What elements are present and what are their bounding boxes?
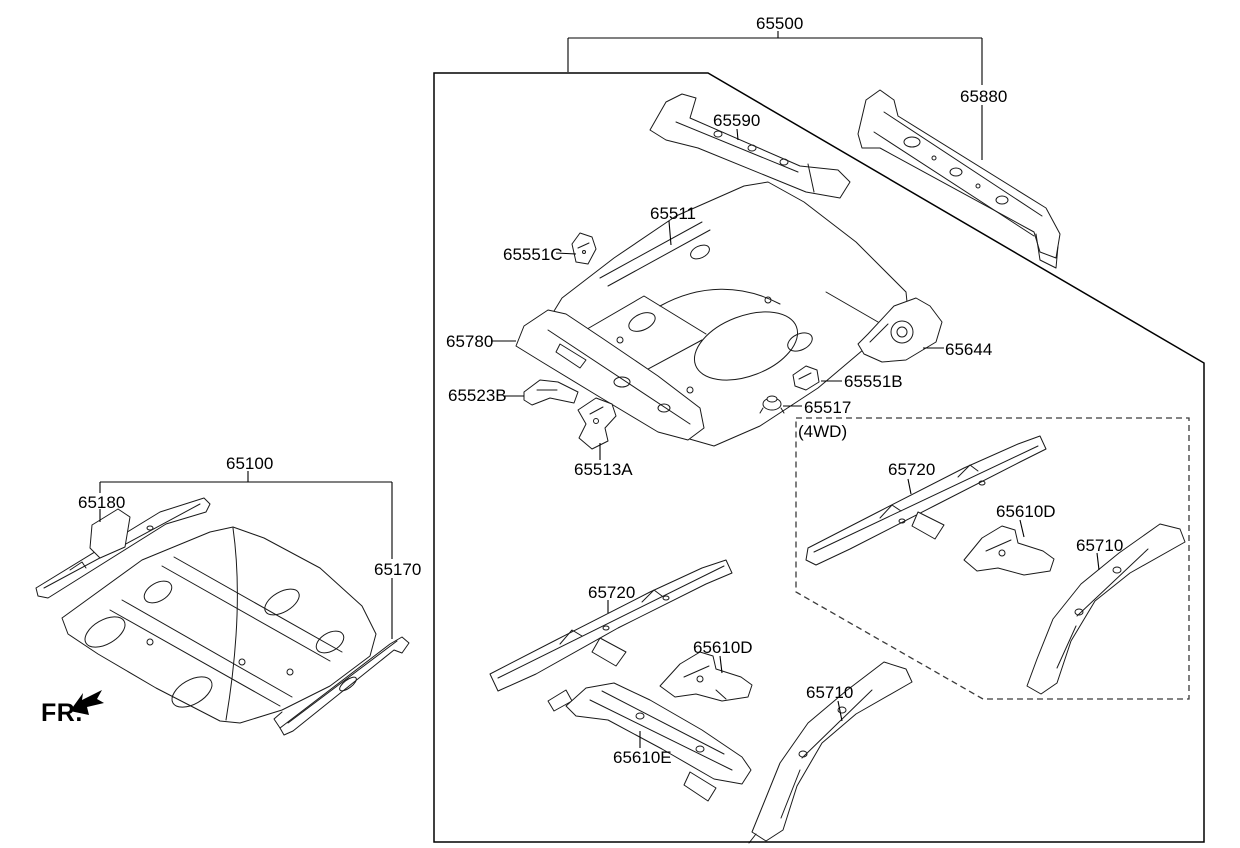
part-sketch-65610D-4wd xyxy=(963,525,1055,576)
part-sketch-65710-4wd xyxy=(1026,523,1186,695)
callout-65610D[interactable]: 65610D xyxy=(693,638,753,657)
leader-65710-4wd xyxy=(1096,552,1100,571)
leader-65590 xyxy=(736,128,739,141)
part-sketch-65610E xyxy=(547,682,752,802)
callout-65517[interactable]: 65517 xyxy=(804,398,852,417)
part-sketch-65513A xyxy=(577,397,617,450)
part-sketch-65170 xyxy=(273,636,410,736)
part-sketch-65517 xyxy=(759,395,785,414)
part-sketch-65551C xyxy=(571,232,597,265)
group-4wd-box xyxy=(795,417,1190,700)
callout-65523B[interactable]: 65523B xyxy=(448,386,507,405)
callout-65170[interactable]: 65170 xyxy=(374,560,422,579)
part-sketch-65780 xyxy=(515,309,705,441)
fr-direction-label: FR. xyxy=(41,699,83,727)
callout-65590[interactable]: 65590 xyxy=(713,111,761,130)
leader-65511 xyxy=(668,220,672,246)
leader-65500-bracket xyxy=(567,31,983,160)
part-sketch-65610D xyxy=(659,651,753,702)
fr-direction-arrow xyxy=(70,690,104,715)
leader-65551C xyxy=(555,252,577,255)
callout-65720[interactable]: 65720 xyxy=(588,583,636,602)
callout-65610E[interactable]: 65610E xyxy=(613,748,672,767)
leader-65710 xyxy=(837,700,843,722)
part-sketch-65551B xyxy=(792,365,820,391)
leader-65720-4wd xyxy=(907,478,912,495)
part-sketch-65590 xyxy=(649,93,851,199)
callout-65610D-4wd[interactable]: 65610D xyxy=(996,502,1056,521)
part-sketch-65644 xyxy=(857,297,943,363)
callout-65100[interactable]: 65100 xyxy=(226,454,274,473)
callout-65513A[interactable]: 65513A xyxy=(574,460,633,479)
label-4wd-group: (4WD) xyxy=(798,422,848,441)
callout-65880[interactable]: 65880 xyxy=(960,87,1008,106)
callout-65644[interactable]: 65644 xyxy=(945,340,993,359)
leader-65610D-4wd xyxy=(1019,519,1025,538)
callout-65780[interactable]: 65780 xyxy=(446,332,494,351)
part-sketch-65100 xyxy=(61,526,377,724)
callout-65710[interactable]: 65710 xyxy=(806,683,854,702)
callout-65720-4wd[interactable]: 65720 xyxy=(888,460,936,479)
part-sketch-65880 xyxy=(857,89,1061,269)
part-sketch-65710 xyxy=(748,661,913,844)
callout-65551C[interactable]: 65551C xyxy=(503,245,563,264)
callout-65180[interactable]: 65180 xyxy=(78,493,126,512)
leader-65100-bracket xyxy=(99,471,393,639)
part-sketch-65720-4wd xyxy=(805,435,1047,566)
callout-65500[interactable]: 65500 xyxy=(756,14,804,33)
part-sketch-65523B xyxy=(523,379,579,406)
callout-65511[interactable]: 65511 xyxy=(650,204,697,223)
callout-lines xyxy=(99,31,1100,748)
callout-65710-4wd[interactable]: 65710 xyxy=(1076,536,1124,555)
part-sketch-65720 xyxy=(489,559,733,692)
leader-65610D xyxy=(719,655,723,674)
callout-65551B[interactable]: 65551B xyxy=(844,372,903,391)
assembly-65500-box xyxy=(433,72,1205,843)
